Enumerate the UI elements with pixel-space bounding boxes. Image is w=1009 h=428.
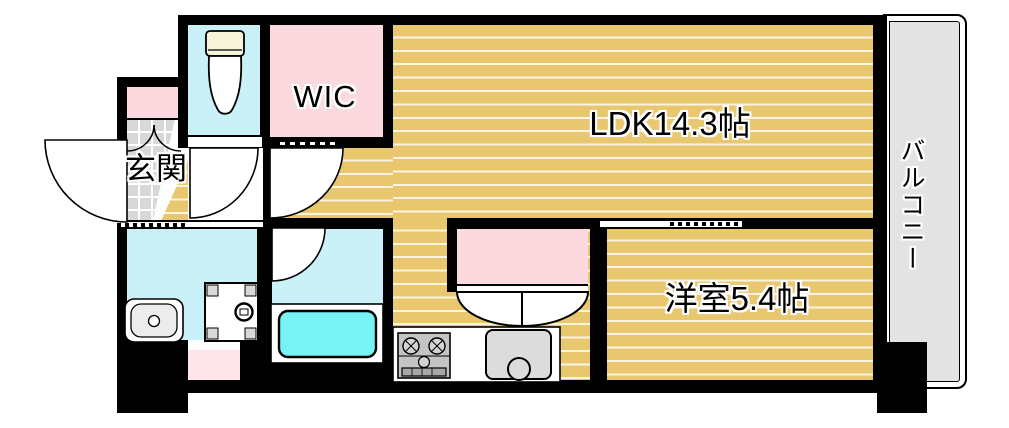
ldk-floor (393, 25, 873, 218)
bathroom-door-swing (271, 227, 326, 282)
wall-wash-bath-divider (257, 228, 272, 362)
wic-floor (270, 25, 383, 137)
western-room-floor (607, 228, 873, 380)
partition-sliding-door-icon (670, 221, 742, 227)
shoe-cabinet (127, 87, 180, 120)
washbasin-icon (124, 298, 184, 343)
wall-right (873, 15, 887, 390)
wall-bottom-right-block (877, 342, 927, 413)
toilet-door-swing (189, 147, 259, 219)
wall-closet-left (447, 218, 457, 292)
balcony-label: バルコニー (897, 137, 925, 273)
ldk-door-swing (269, 147, 344, 219)
wic-label: WIC (293, 79, 357, 114)
wall-top (178, 15, 887, 25)
balcony-deck (889, 21, 960, 382)
wic-sliding-door-icon (280, 139, 335, 147)
toilet-icon (205, 30, 245, 115)
utility-pink-strip (188, 350, 240, 381)
wall-bottom (117, 380, 887, 393)
closet-bifold-right (521, 291, 590, 328)
gas-stove-icon (397, 332, 451, 379)
shoe-cabinet-door-right-icon (153, 124, 182, 152)
wall-hall-ldk (263, 148, 271, 228)
washing-machine-pan-icon (204, 282, 259, 342)
entrance-label: 玄関 (125, 151, 187, 187)
wall-washroom-left (117, 228, 127, 340)
kitchen-sink-icon (485, 329, 552, 381)
bathtub-icon (270, 303, 384, 364)
entrance-washroom-sliding-door-icon (117, 220, 188, 229)
closet-bifold-left (455, 291, 523, 328)
wall-closet-top (447, 218, 590, 229)
hall-washroom-band (188, 220, 263, 229)
wall-bath-top (263, 218, 393, 229)
wall-western-left (590, 218, 607, 380)
kitchen-counter (392, 326, 561, 383)
wall-toilet-wic (260, 25, 270, 148)
entrance-door-swing (44, 139, 128, 223)
wall-toilet-left (178, 25, 188, 148)
wall-bottom-left-column (117, 340, 188, 413)
wall-bath-right (383, 218, 393, 380)
closet-box (457, 229, 588, 286)
wall-entrance-top (117, 77, 188, 87)
wall-wic-right (383, 25, 393, 148)
ldk-label: LDK14.3帖 (589, 105, 751, 142)
western-room-label: 洋室5.4帖 (664, 280, 810, 317)
